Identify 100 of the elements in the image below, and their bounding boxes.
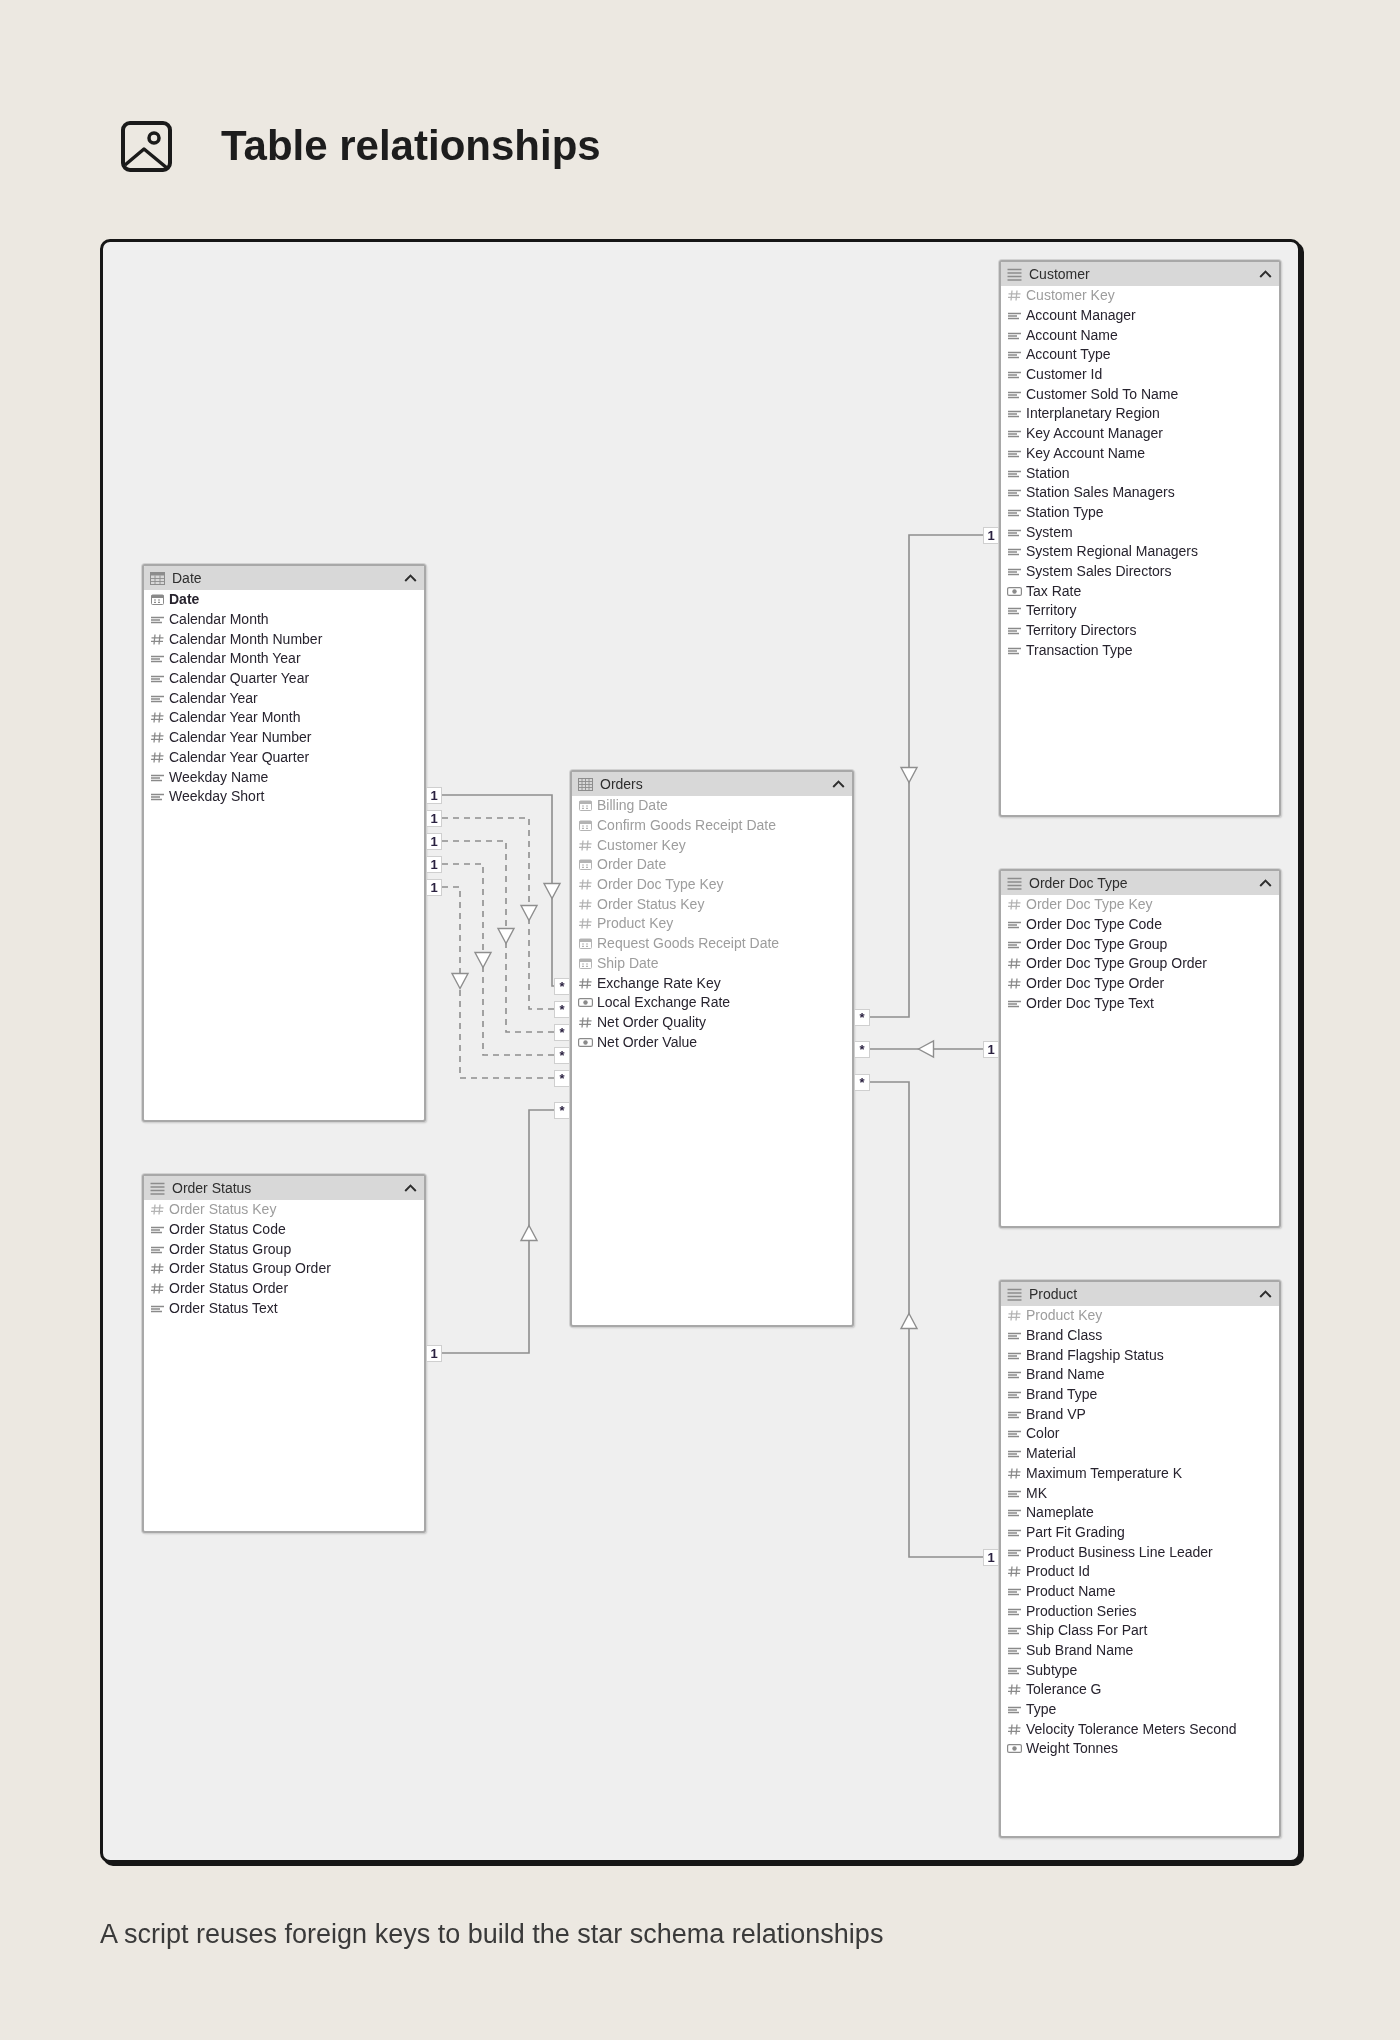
field-name: Brand Name [1026, 1366, 1105, 1384]
field-name: Account Name [1026, 326, 1118, 344]
cardinality-label: * [554, 1023, 570, 1041]
inactive-relationship-line [441, 840, 555, 1033]
figure-caption: A script reuses foreign keys to build the star schema relationships [100, 1918, 884, 1951]
field-name: Billing Date [597, 797, 668, 815]
table-name: Date [172, 569, 203, 587]
cardinality-label: 1 [983, 526, 999, 544]
table-card [142, 1174, 426, 1533]
field-name: Station Type [1026, 503, 1104, 521]
field-name: Maximum Temperature K [1026, 1464, 1183, 1482]
cardinality-label: 1 [426, 855, 442, 873]
field-name: Confirm Goods Receipt Date [597, 817, 776, 835]
field-name: Order Status Code [169, 1221, 286, 1239]
field-name: Subtype [1026, 1661, 1078, 1679]
table-card [999, 260, 1281, 817]
cardinality-label: 1 [426, 832, 442, 850]
field-name: Tolerance G [1026, 1681, 1102, 1699]
field-name: MK [1026, 1484, 1047, 1502]
field-name: Account Type [1026, 346, 1111, 364]
field-name: Order Doc Type Group Order [1026, 955, 1208, 973]
field-name: Order Doc Type Text [1026, 994, 1154, 1012]
table-name: Order Doc Type [1029, 874, 1129, 892]
field-name: Customer Key [1026, 287, 1115, 305]
field-name: Type [1026, 1701, 1057, 1719]
field-name: Order Date [597, 856, 667, 874]
table-name: Product [1029, 1285, 1079, 1303]
field-name: Brand Flagship Status [1026, 1346, 1164, 1364]
field-name: Material [1026, 1445, 1076, 1463]
field-name: Key Account Manager [1026, 425, 1163, 443]
field-name: Territory [1026, 602, 1077, 620]
inactive-relationship-line [441, 863, 555, 1056]
inactive-relationship-line [441, 817, 555, 1010]
cardinality-label: * [854, 1040, 870, 1058]
field-name: Product Key [597, 915, 674, 933]
field-name: Calendar Month Year [169, 650, 301, 668]
field-name: Station [1026, 464, 1070, 482]
field-name: Nameplate [1026, 1504, 1094, 1522]
field-name: Exchange Rate Key [597, 974, 721, 992]
field-name: Order Status Key [169, 1201, 277, 1219]
relationship-line [869, 1039, 984, 1059]
field-name: Part Fit Grading [1026, 1523, 1125, 1541]
field-name: Product Key [1026, 1307, 1103, 1325]
field-name: Velocity Tolerance Meters Second [1026, 1720, 1237, 1738]
field-name: Calendar Year Number [169, 729, 312, 747]
field-name: Customer Key [597, 836, 686, 854]
cardinality-label: 1 [426, 786, 442, 804]
field-name: Weight Tonnes [1026, 1740, 1119, 1758]
field-name: System Regional Managers [1026, 543, 1198, 561]
field-name: Order Status Order [169, 1280, 289, 1298]
field-name: Net Order Quality [597, 1013, 706, 1031]
field-name: Calendar Year Quarter [169, 748, 310, 766]
field-name: Weekday Short [169, 788, 265, 806]
field-name: Brand Class [1026, 1327, 1103, 1345]
cardinality-label: * [854, 1008, 870, 1026]
field-name: Product Business Line Leader [1026, 1543, 1213, 1561]
field-name: Sub Brand Name [1026, 1642, 1134, 1660]
field-name: System Sales Directors [1026, 562, 1172, 580]
table-card [999, 869, 1281, 1228]
field-name: Weekday Name [169, 768, 269, 786]
field-name: Calendar Month [169, 611, 269, 629]
relationship-line [441, 794, 562, 987]
diagram-title: Table relationships [221, 122, 601, 170]
table-name: Customer [1029, 265, 1091, 283]
field-name: Product Name [1026, 1582, 1116, 1600]
cardinality-label: * [554, 1000, 570, 1018]
field-name: Production Series [1026, 1602, 1137, 1620]
field-name: Calendar Year [169, 689, 258, 707]
table-card [999, 1280, 1281, 1838]
field-name: Date [169, 591, 200, 609]
cardinality-label: 1 [983, 1040, 999, 1058]
cardinality-label: 1 [426, 1344, 442, 1362]
field-name: Request Goods Receipt Date [597, 935, 780, 953]
field-name: Order Status Group Order [169, 1260, 331, 1278]
inactive-relationship-line [441, 886, 555, 1079]
cardinality-label: * [554, 1101, 570, 1119]
field-name: Brand Type [1026, 1386, 1098, 1404]
field-name: Order Status Group [169, 1240, 292, 1258]
cardinality-label: * [554, 1046, 570, 1064]
relationship-line [869, 534, 984, 1018]
field-name: Calendar Month Number [169, 630, 323, 648]
field-name: Order Doc Type Key [597, 876, 724, 894]
cardinality-label: 1 [426, 878, 442, 896]
field-name: Ship Class For Part [1026, 1622, 1148, 1640]
field-name: Color [1026, 1425, 1060, 1443]
cardinality-label: * [554, 977, 570, 995]
table-name: Order Status [172, 1179, 253, 1197]
field-name: Order Doc Type Key [1026, 896, 1153, 914]
field-name: Calendar Year Month [169, 709, 301, 727]
field-name: System [1026, 523, 1073, 541]
cardinality-label: 1 [426, 809, 442, 827]
field-name: Order Doc Type Code [1026, 916, 1162, 934]
field-name: Brand VP [1026, 1405, 1086, 1423]
table-card [142, 564, 426, 1122]
field-name: Territory Directors [1026, 622, 1137, 640]
field-name: Station Sales Managers [1026, 484, 1175, 502]
field-name: Calendar Quarter Year [169, 670, 310, 688]
field-name: Tax Rate [1026, 582, 1082, 600]
cardinality-label: * [554, 1069, 570, 1087]
relationship-line [441, 1109, 555, 1354]
